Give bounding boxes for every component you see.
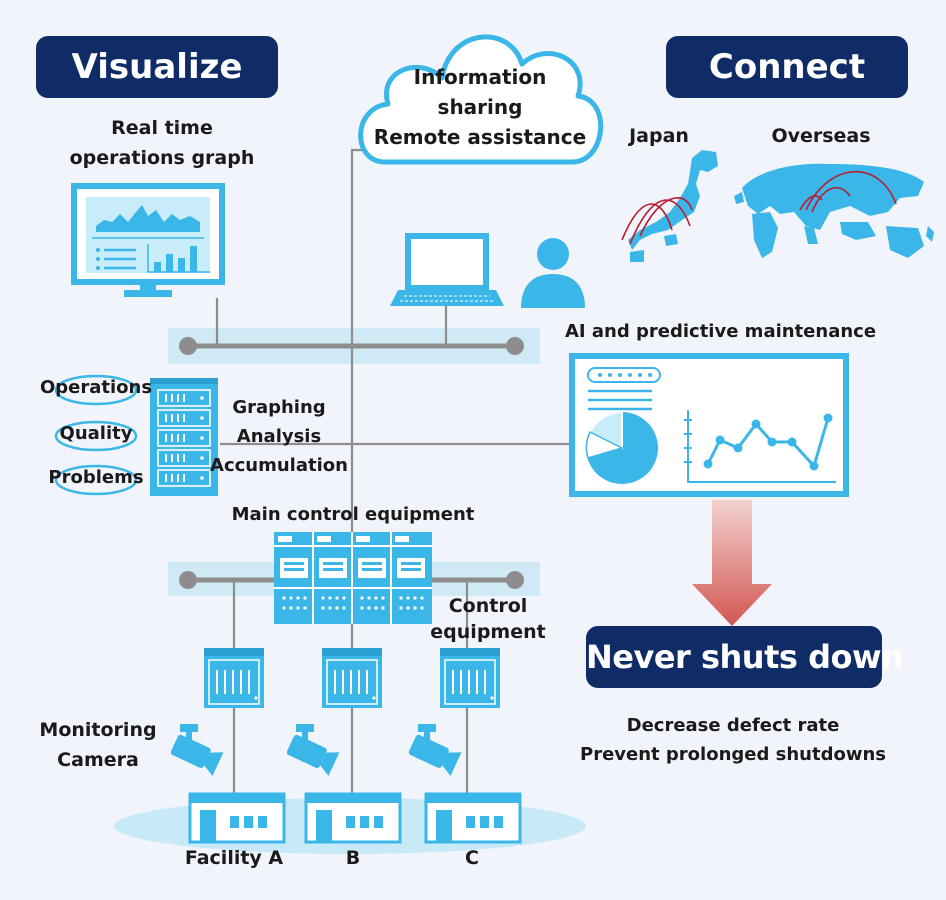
world-map-routes: [799, 170, 897, 213]
realtime-monitor-icon: [71, 183, 225, 297]
facility-b-icon: [304, 792, 402, 844]
ai-predictive-label: AI and predictive maintenance: [565, 321, 877, 342]
world-map-icon: [734, 163, 934, 258]
cloud-text-line2: sharing: [437, 95, 523, 119]
laptop-icon: [390, 233, 504, 306]
benefit-line1: Decrease defect rate: [626, 715, 840, 736]
facility-c-label: C: [465, 847, 479, 869]
control-unit-c-icon: [439, 647, 501, 709]
ai-dashboard-icon: [569, 353, 849, 497]
cloud-icon: [358, 34, 604, 165]
connect-heading: Connect: [666, 36, 908, 98]
control-equipment-label-line2: equipment: [430, 621, 546, 643]
person-icon: [521, 238, 585, 308]
server-tag-problems: Problems: [48, 467, 144, 488]
camera-label-line2: Camera: [57, 749, 139, 771]
server-function-analysis: Analysis: [236, 426, 322, 447]
camera-b-icon: [284, 724, 340, 776]
realtime-graph-label-line2: operations graph: [69, 147, 255, 169]
server-tag-operations: Operations: [39, 377, 153, 398]
cloud-text-line1: Information: [413, 65, 547, 89]
visualize-heading: Visualize: [36, 36, 278, 98]
control-equipment-label-line1: Control: [448, 595, 528, 617]
control-unit-b-icon: [321, 647, 383, 709]
cloud-text-line3: Remote assistance: [373, 125, 587, 149]
main-control-equipment-icon: [274, 532, 432, 624]
realtime-graph-label-line1: Real time: [111, 117, 213, 139]
facility-a-label: Facility A: [184, 847, 284, 869]
server-rack-icon: [150, 378, 218, 496]
camera-label-line1: Monitoring: [39, 719, 157, 741]
facility-a-icon: [188, 792, 286, 844]
down-arrow: [692, 500, 772, 626]
server-tag-ellipses: [54, 374, 138, 496]
japan-label: Japan: [629, 125, 689, 147]
benefit-line2: Prevent prolonged shutdowns: [580, 744, 886, 765]
server-function-accumulation: Accumulation: [210, 455, 348, 476]
camera-c-icon: [406, 724, 462, 776]
facility-c-icon: [424, 792, 522, 844]
facility-b-label: B: [345, 847, 361, 869]
server-tag-quality: Quality: [59, 423, 133, 444]
connection-lines: [215, 148, 588, 818]
bus-lines: [179, 337, 524, 589]
camera-a-icon: [168, 724, 224, 776]
main-control-label: Main control equipment: [231, 504, 475, 525]
never-shuts-down-heading: Never shuts down: [586, 626, 904, 688]
server-function-graphing: Graphing: [232, 397, 326, 418]
control-unit-a-icon: [203, 647, 265, 709]
overseas-label: Overseas: [771, 125, 871, 147]
japan-map-icon: [621, 150, 718, 262]
